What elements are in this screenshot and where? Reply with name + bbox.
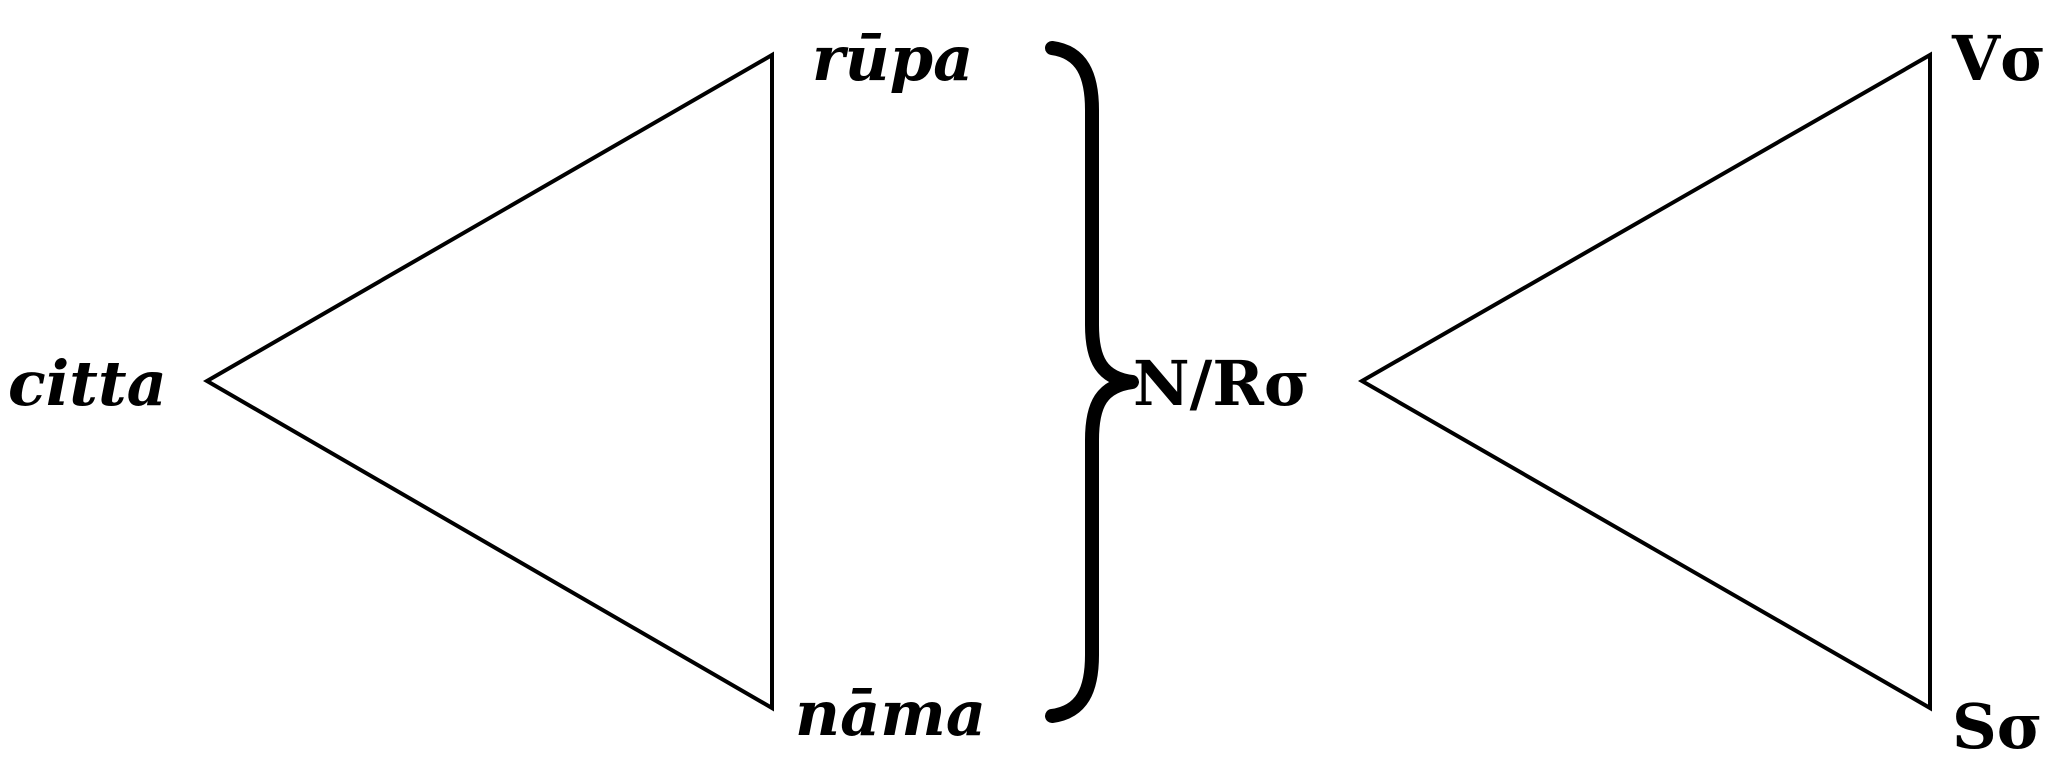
left-triangle — [203, 51, 774, 712]
right-curly-brace — [1045, 41, 1139, 723]
label-nr-sigma: N/Rσ — [1133, 347, 1310, 420]
label-rupa: rūpa — [812, 22, 973, 95]
right-triangle — [1357, 51, 1932, 712]
label-nama: nāma — [795, 677, 986, 750]
label-citta: citta — [8, 347, 167, 420]
label-v-sigma: Vσ — [1951, 22, 2046, 95]
label-s-sigma: Sσ — [1952, 690, 2043, 763]
